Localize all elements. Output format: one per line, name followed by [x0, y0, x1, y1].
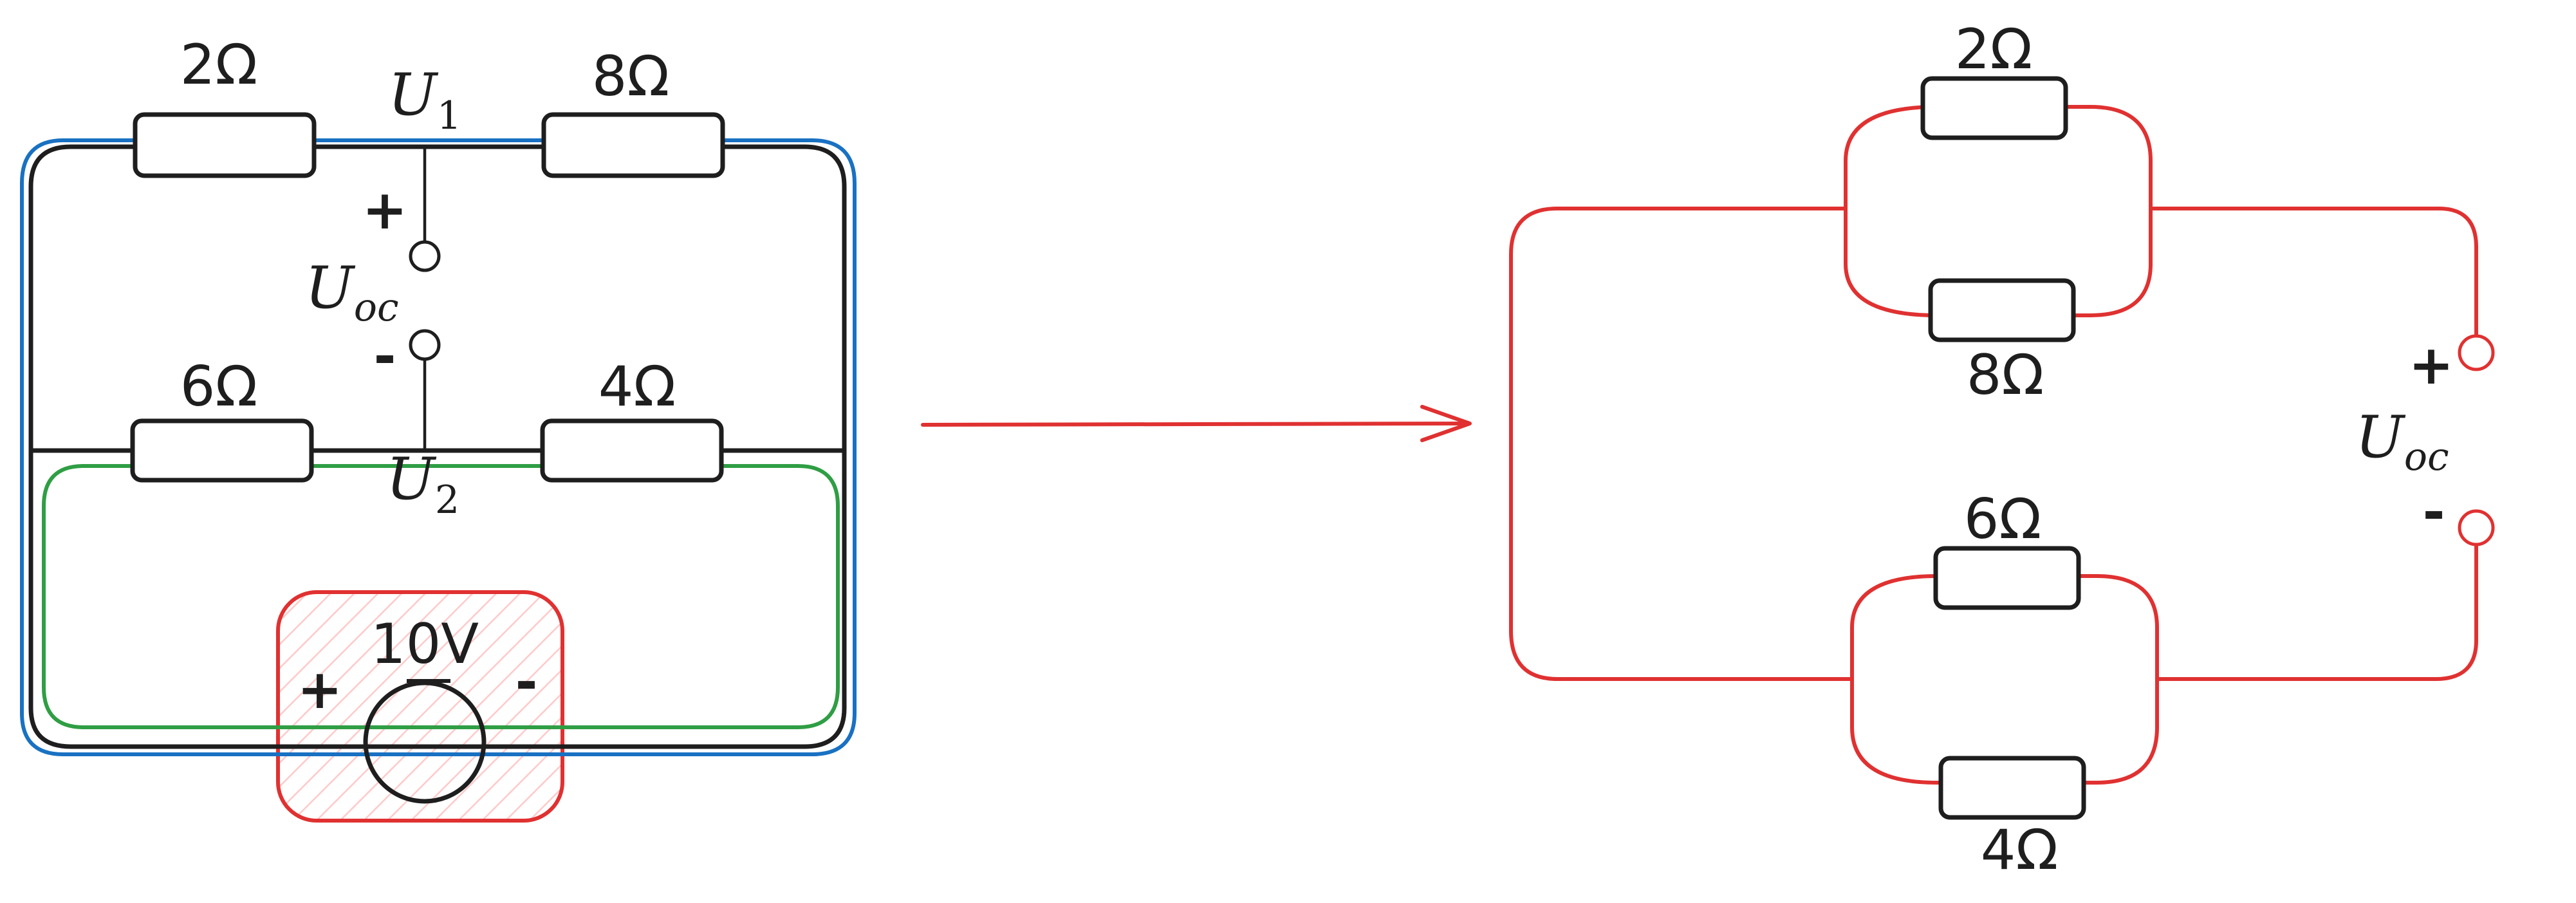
right-label-6-ohm: 6Ω	[1964, 487, 2041, 552]
source-minus: -	[515, 650, 538, 713]
left-circuit: 2Ω 8Ω 6Ω 4Ω U1 U2 Uoc + - 10V + -	[20, 33, 857, 823]
resistor-4-ohm	[540, 418, 724, 483]
label-6-ohm: 6Ω	[180, 355, 257, 419]
right-terminal-plus	[2458, 334, 2495, 371]
resistor-2-ohm	[133, 112, 317, 178]
right-label-2-ohm: 2Ω	[1955, 17, 2032, 82]
source-plus: +	[297, 658, 342, 721]
transform-arrow	[921, 405, 1472, 442]
label-4-ohm: 4Ω	[598, 355, 676, 419]
label-8-ohm: 8Ω	[592, 44, 669, 109]
blue-loop	[20, 138, 857, 756]
source-highlight-box	[276, 590, 564, 823]
label-u1: U1	[388, 61, 461, 138]
left-uoc-plus: +	[362, 178, 407, 241]
right-circuit: 2Ω 8Ω 6Ω 4Ω + - Uoc	[1509, 17, 2495, 882]
label-uoc-right: Uoc	[2355, 404, 2449, 479]
resistor-6-ohm	[130, 418, 314, 483]
right-label-8-ohm: 8Ω	[1967, 343, 2044, 407]
green-loop	[42, 464, 840, 729]
right-uoc-minus: -	[2423, 480, 2445, 543]
right-lower-wire	[2155, 543, 2478, 681]
right-terminal-minus	[2458, 509, 2495, 546]
label-2-ohm: 2Ω	[180, 33, 257, 97]
right-label-4-ohm: 4Ω	[1981, 818, 2058, 882]
right-resistor-8-ohm	[1928, 278, 2076, 342]
lower-parallel-loop	[1850, 574, 2159, 785]
lower-terminal	[409, 329, 441, 361]
left-uoc-minus: -	[374, 324, 396, 387]
label-uoc-left: Uoc	[305, 254, 399, 330]
label-u2: U2	[386, 445, 459, 523]
right-resistor-4-ohm	[1938, 756, 2086, 820]
resistor-8-ohm	[541, 112, 725, 178]
right-upper-wire	[2149, 207, 2478, 338]
right-resistor-6-ohm	[1933, 546, 2081, 610]
outer-wire	[28, 144, 847, 749]
right-resistor-2-ohm	[1920, 76, 2068, 140]
left-series-wire	[1509, 207, 1854, 681]
right-uoc-plus: +	[2409, 333, 2454, 396]
upper-terminal	[409, 240, 441, 272]
source-value: 10V	[371, 612, 479, 676]
